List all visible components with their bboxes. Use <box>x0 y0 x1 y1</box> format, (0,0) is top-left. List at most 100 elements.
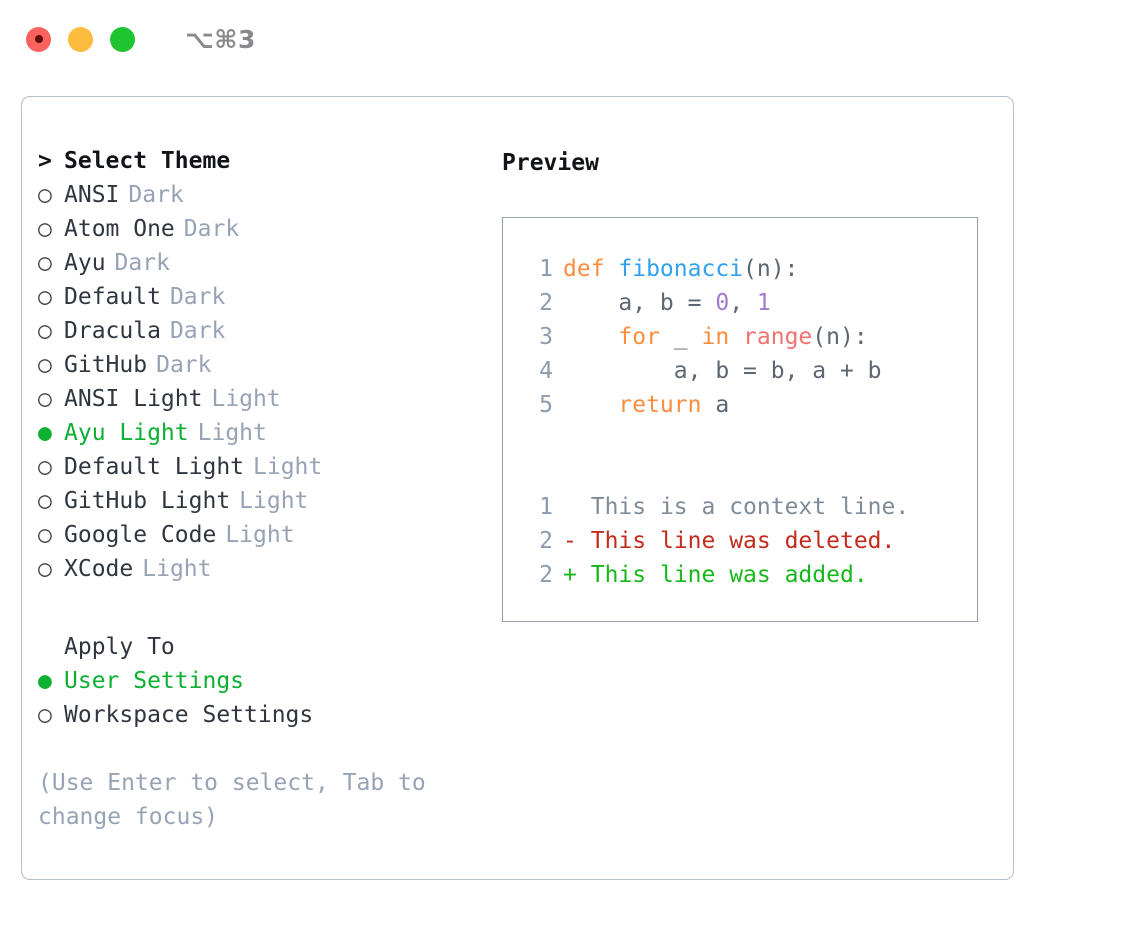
theme-option-ansi-light[interactable]: ○ ANSI Light Light <box>38 386 488 420</box>
apply-to-header: Apply To <box>38 634 488 668</box>
code-token-keyword: in <box>701 324 730 350</box>
code-token-number: 0 <box>715 290 730 316</box>
theme-option-tag: Dark <box>169 284 226 310</box>
theme-option-label: ANSI Light <box>64 386 203 412</box>
theme-option-tag: Light <box>225 522 295 548</box>
diff-text: This line was deleted. <box>590 528 896 554</box>
diff-text <box>577 494 591 520</box>
diff-text <box>577 562 591 588</box>
theme-option-dracula-dark[interactable]: ○ Dracula Dark <box>38 318 488 352</box>
keyboard-shortcut-label: ⌥⌘3 <box>185 24 256 54</box>
radio-unselected-icon: ○ <box>38 318 52 344</box>
select-theme-header: > Select Theme <box>38 148 488 182</box>
theme-option-github-light[interactable]: ○ GitHub Light Light <box>38 488 488 522</box>
diff-sign: - <box>563 528 577 554</box>
maximize-button[interactable] <box>110 26 135 52</box>
radio-unselected-icon: ○ <box>38 522 52 548</box>
diff-sign: + <box>563 562 577 588</box>
line-number: 2 <box>539 562 553 588</box>
preview-title: Preview <box>502 150 599 176</box>
diff-text: This line was added. <box>590 562 868 588</box>
code-token-function: fibonacci <box>618 256 744 282</box>
theme-option-label: Google Code <box>64 522 217 548</box>
line-number: 2 <box>539 290 553 316</box>
diff-text: This is a context line. <box>590 494 910 520</box>
theme-option-github-dark[interactable]: ○ GitHub Dark <box>38 352 488 386</box>
code-line: 2 a, b = 0, 1 <box>519 290 977 324</box>
radio-selected-icon: ● <box>38 668 52 694</box>
apply-to-option-label: User Settings <box>64 668 245 694</box>
radio-unselected-icon: ○ <box>38 284 52 310</box>
theme-option-tag: Light <box>253 454 323 480</box>
code-token-plain: _ <box>659 324 702 350</box>
code-token-plain: a, b = b, a + b <box>563 358 882 384</box>
theme-option-tag: Dark <box>183 216 240 242</box>
radio-unselected-icon: ○ <box>38 182 52 208</box>
diff-text <box>577 528 591 554</box>
section-divider <box>38 590 488 634</box>
code-token-plain: a <box>701 392 730 418</box>
line-number: 1 <box>539 256 553 282</box>
theme-list-panel: > Select Theme ○ ANSI Dark ○ Atom One Da… <box>38 148 488 834</box>
apply-to-panel: Apply To ● User Settings ○ Workspace Set… <box>38 634 488 736</box>
code-line: 3 for _ in range(n): <box>519 324 977 358</box>
theme-options-list: ○ ANSI Dark ○ Atom One Dark ○ Ayu Dark <box>38 182 488 590</box>
radio-unselected-icon: ○ <box>38 702 52 728</box>
diff-sign <box>563 494 577 520</box>
code-line: 5 return a <box>519 392 977 426</box>
radio-selected-icon: ● <box>38 420 52 446</box>
close-icon <box>34 35 43 43</box>
radio-unselected-icon: ○ <box>38 556 52 582</box>
code-token-keyword: return <box>563 392 702 418</box>
line-number: 3 <box>539 324 553 350</box>
theme-option-tag: Dark <box>128 182 184 208</box>
theme-option-google-code[interactable]: ○ Google Code Light <box>38 522 488 556</box>
theme-option-label: Default Light <box>64 454 245 480</box>
theme-option-ayu-dark[interactable]: ○ Ayu Dark <box>38 250 488 284</box>
keyboard-hint-text: (Use Enter to select, Tab to change focu… <box>38 770 426 830</box>
select-theme-title: Select Theme <box>64 148 231 174</box>
theme-option-label: Dracula <box>64 318 161 344</box>
theme-option-tag: Dark <box>156 352 212 378</box>
theme-option-label: GitHub <box>64 352 148 378</box>
code-token-keyword: def <box>563 256 619 282</box>
theme-option-ayu-light[interactable]: ● Ayu Light Light <box>38 420 488 454</box>
theme-option-label: GitHub Light <box>64 488 231 514</box>
theme-option-atom-one-dark[interactable]: ○ Atom One Dark <box>38 216 488 250</box>
theme-option-ansi-dark[interactable]: ○ ANSI Dark <box>38 182 488 216</box>
apply-to-option-user-settings[interactable]: ● User Settings <box>38 668 488 702</box>
code-token-punctuation: , <box>729 290 757 316</box>
theme-option-xcode[interactable]: ○ XCode Light <box>38 556 488 590</box>
line-number: 5 <box>539 392 553 418</box>
theme-option-tag: Dark <box>169 318 226 344</box>
radio-unselected-icon: ○ <box>38 216 52 242</box>
theme-option-label: ANSI <box>64 182 120 208</box>
theme-option-label: Default <box>64 284 161 310</box>
close-button[interactable] <box>26 26 51 52</box>
code-token-punctuation: (n): <box>812 324 868 350</box>
theme-option-default-light[interactable]: ○ Default Light Light <box>38 454 488 488</box>
code-token-plain <box>729 324 743 350</box>
code-token-number: 1 <box>756 290 771 316</box>
apply-to-option-workspace-settings[interactable]: ○ Workspace Settings <box>38 702 488 736</box>
window-controls <box>26 26 135 52</box>
minimize-button[interactable] <box>68 26 93 52</box>
title-bar: ⌥⌘3 <box>0 0 1140 78</box>
radio-unselected-icon: ○ <box>38 454 52 480</box>
code-token-call: range <box>743 324 813 350</box>
code-token-punctuation: (n): <box>743 256 799 282</box>
radio-unselected-icon: ○ <box>38 488 52 514</box>
radio-unselected-icon: ○ <box>38 386 52 412</box>
theme-option-tag: Light <box>197 420 267 446</box>
preview-panel: Preview 1 def fibonacci(n): 2 a, b = 0, … <box>502 148 1002 622</box>
theme-option-default-dark[interactable]: ○ Default Dark <box>38 284 488 318</box>
theme-option-label: Ayu <box>64 250 106 276</box>
theme-option-tag: Dark <box>114 250 170 276</box>
caret-icon: > <box>38 148 52 174</box>
theme-picker-dialog: > Select Theme ○ ANSI Dark ○ Atom One Da… <box>21 96 1014 880</box>
apply-to-title: Apply To <box>64 634 175 660</box>
diff-line-context: 1 This is a context line. <box>519 494 977 528</box>
apply-to-option-label: Workspace Settings <box>64 702 314 728</box>
code-blank-line <box>519 460 977 494</box>
